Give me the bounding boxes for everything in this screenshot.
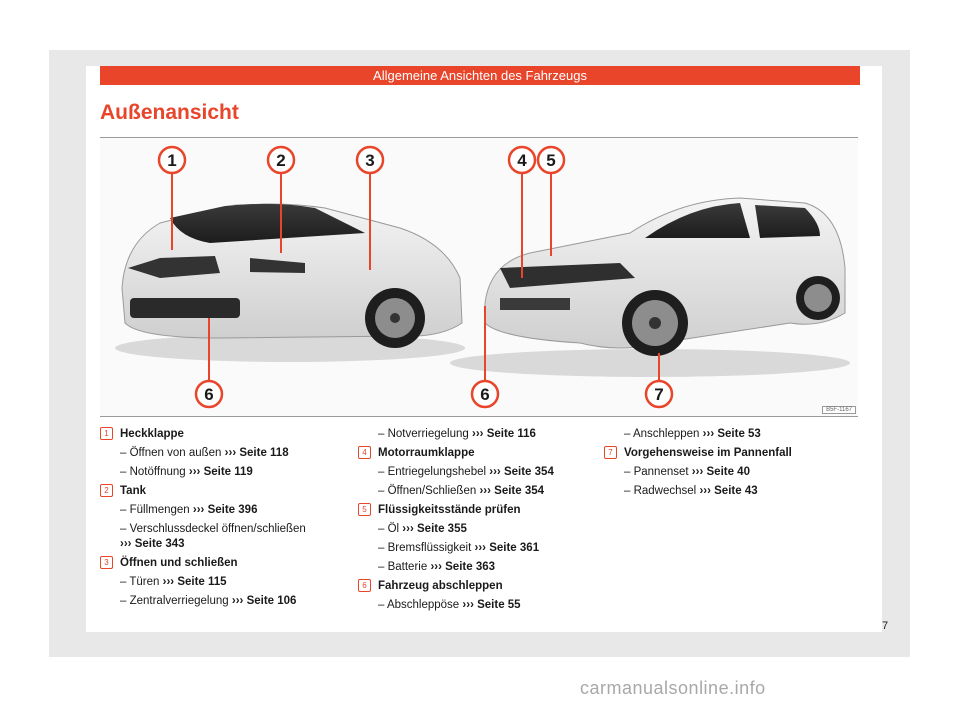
legend-item-6: 6 Fahrzeug abschleppen – Abschleppöse ››… [358, 577, 578, 615]
item-title: Flüssigkeitsstände prüfen [378, 504, 521, 516]
item-title: Tank [120, 485, 146, 497]
item-number-badge: 4 [358, 446, 371, 459]
page-reference[interactable]: Seite 354 [503, 466, 554, 478]
page-reference[interactable]: Seite 116 [486, 428, 536, 440]
page-reference[interactable]: Seite 363 [445, 561, 496, 573]
page-reference[interactable]: Seite 396 [207, 504, 258, 516]
page-reference[interactable]: Seite 343 [134, 538, 185, 550]
legend-item-5: 5 Flüssigkeitsstände prüfen – Öl ››› Sei… [358, 501, 578, 577]
item-line: – Radwechsel ››› Seite 43 [624, 485, 758, 497]
item-line: – Pannenset ››› Seite 40 [624, 466, 750, 478]
item-line: – Entriegelungshebel ››› Seite 354 [378, 466, 554, 478]
legend-item-3: 3 Öffnen und schließen – Türen ››› Seite… [100, 554, 320, 611]
legend-column-1: 1 Heckklappe – Öffnen von außen ››› Seit… [100, 425, 320, 611]
item-line: – Batterie ››› Seite 363 [378, 561, 496, 573]
page-reference[interactable]: Seite 119 [203, 466, 253, 478]
callout-6b: 6 [470, 379, 500, 409]
svg-text:5: 5 [546, 151, 555, 170]
item-number-badge: 5 [358, 503, 371, 516]
item-title: Motorraumklappe [378, 447, 475, 459]
legend-item-7: 7 Vorgehensweise im Pannenfall – Pannens… [604, 444, 824, 501]
item-number-badge: 1 [100, 427, 113, 440]
page-reference[interactable]: Seite 53 [717, 428, 761, 440]
page-reference[interactable]: Seite 361 [489, 542, 540, 554]
item-line: – Abschleppöse ››› Seite 55 [378, 599, 521, 611]
item-number-badge: 3 [100, 556, 113, 569]
rear-car [121, 203, 463, 348]
item-line: – Notverriegelung ››› Seite 116 [378, 428, 536, 440]
svg-text:4: 4 [517, 151, 527, 170]
page-reference[interactable]: Seite 40 [706, 466, 750, 478]
item-title: Heckklappe [120, 428, 184, 440]
item-title: Fahrzeug abschleppen [378, 580, 503, 592]
item-number-badge: 2 [100, 484, 113, 497]
legend-column-3: – Anschleppen ››› Seite 53 7 Vorgehenswe… [604, 425, 824, 501]
page-reference[interactable]: Seite 118 [239, 447, 289, 459]
watermark: carmanualsonline.info [580, 678, 766, 698]
chapter-header: Allgemeine Ansichten des Fahrzeugs [100, 66, 860, 85]
page-reference[interactable]: Seite 354 [494, 485, 545, 497]
callout-6a: 6 [194, 379, 224, 409]
car-exterior-figure: 1 2 3 4 5 6 6 7 B5F-1167 [100, 137, 858, 417]
item-line: – Notöffnung ››› Seite 119 [120, 466, 253, 478]
item-line: – Öffnen/Schließen ››› Seite 354 [378, 485, 545, 497]
page-reference[interactable]: Seite 43 [714, 485, 758, 497]
item-line: – Türen ››› Seite 115 [120, 576, 227, 588]
svg-text:7: 7 [654, 385, 663, 404]
svg-text:6: 6 [204, 385, 213, 404]
legend-item-2: 2 Tank – Füllmengen ››› Seite 396 – Vers… [100, 482, 320, 554]
callout-2: 2 [266, 145, 296, 175]
item-title: Öffnen und schließen [120, 557, 238, 569]
item-number-badge: 6 [358, 579, 371, 592]
page-reference[interactable]: Seite 55 [477, 599, 521, 611]
callout-7: 7 [644, 379, 674, 409]
front-car [484, 197, 846, 356]
shadow-right [450, 349, 850, 377]
item-line: – Öl ››› Seite 355 [378, 523, 467, 535]
item-line: – Anschleppen ››› Seite 53 [624, 428, 761, 440]
callout-3: 3 [355, 145, 385, 175]
callout-4: 4 [507, 145, 537, 175]
legend-item-4: 4 Motorraumklappe – Entriegelungshebel ›… [358, 444, 578, 501]
legend-column-2: – Notverriegelung ››› Seite 116 4 Motorr… [358, 425, 578, 615]
page-title: Außenansicht [100, 101, 239, 124]
item-line: – Bremsflüssigkeit ››› Seite 361 [378, 542, 540, 554]
legend-item-1: 1 Heckklappe – Öffnen von außen ››› Seit… [100, 425, 320, 482]
page-reference[interactable]: Seite 115 [177, 576, 227, 588]
legend-item-3-cont: – Notverriegelung ››› Seite 116 [358, 425, 578, 444]
callout-1: 1 [157, 145, 187, 175]
svg-text:1: 1 [167, 151, 176, 170]
page-number: 7 [882, 620, 889, 632]
svg-text:3: 3 [365, 151, 374, 170]
legend-item-6-cont: – Anschleppen ››› Seite 53 [604, 425, 824, 444]
item-title: Vorgehensweise im Pannenfall [624, 447, 792, 459]
item-number-badge: 7 [604, 446, 617, 459]
item-line: – Zentralverriegelung ››› Seite 106 [120, 595, 297, 607]
item-line: – Füllmengen ››› Seite 396 [120, 504, 258, 516]
car-illustration: 1 2 3 4 5 6 6 7 [115, 145, 850, 409]
page-reference[interactable]: Seite 355 [417, 523, 467, 535]
item-line: – Öffnen von außen ››› Seite 118 [120, 447, 289, 459]
svg-text:6: 6 [480, 385, 489, 404]
page-reference[interactable]: Seite 106 [246, 595, 297, 607]
figure-code: B5F-1167 [822, 406, 856, 414]
callout-5: 5 [536, 145, 566, 175]
item-line: – Verschlussdeckel öffnen/schließen››› S… [120, 523, 306, 550]
svg-text:2: 2 [276, 151, 285, 170]
